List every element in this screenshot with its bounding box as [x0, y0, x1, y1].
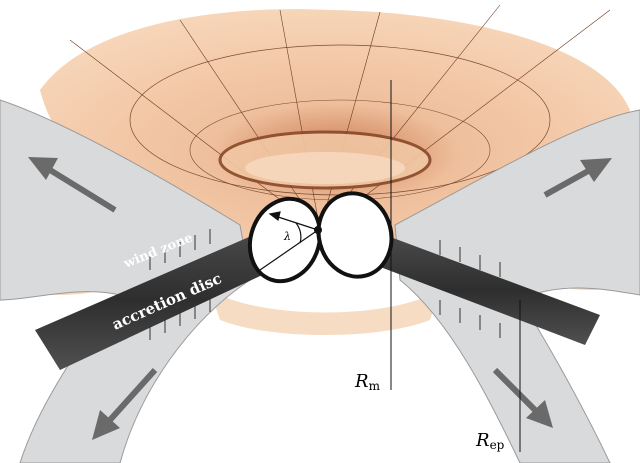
wind-arrows — [28, 157, 612, 440]
accretion-disc-right — [375, 235, 600, 345]
lambda-angle — [259, 211, 319, 271]
left-wind-stream — [0, 99, 251, 463]
r-ep-label: Rep — [475, 430, 505, 452]
left-cavity — [247, 196, 323, 284]
right-cavity — [316, 191, 394, 279]
accretion-disc — [35, 230, 290, 370]
inner-torus-hole — [245, 152, 405, 184]
r-m-label: Rm — [354, 371, 381, 393]
wind-zone-arrows — [149, 229, 501, 340]
lower-peach — [210, 290, 440, 335]
lambda-label: λ — [283, 230, 291, 243]
